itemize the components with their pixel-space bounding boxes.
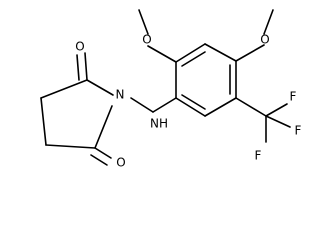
methylene-linker bbox=[130, 97, 177, 113]
bond bbox=[45, 144, 96, 149]
benzene-ring bbox=[175, 43, 237, 117]
atom-label-o-methoxy-right: O bbox=[260, 33, 269, 47]
bond bbox=[235, 97, 267, 117]
bond bbox=[175, 43, 206, 63]
atom-label-f3: F bbox=[255, 149, 262, 163]
bond bbox=[204, 97, 237, 117]
bond bbox=[175, 97, 206, 117]
bond bbox=[130, 97, 154, 113]
bond bbox=[138, 9, 149, 35]
bond bbox=[265, 103, 288, 117]
atom-label-nh: NH bbox=[150, 117, 168, 131]
aromatic-bond bbox=[181, 51, 206, 67]
bond bbox=[40, 79, 88, 99]
atom-label-f2: F bbox=[295, 124, 302, 138]
carbonyl-bond bbox=[90, 154, 108, 166]
trifluoromethyl-group bbox=[235, 97, 291, 143]
atom-label-o-top: O bbox=[75, 40, 84, 54]
bond bbox=[265, 115, 291, 128]
atom-label-o-bottom: O bbox=[116, 156, 125, 170]
bond bbox=[86, 79, 114, 96]
atom-label-o-methoxy-left: O bbox=[142, 33, 151, 47]
bond bbox=[40, 97, 47, 146]
bond bbox=[204, 43, 237, 62]
bond bbox=[94, 105, 113, 149]
succinimide-ring bbox=[40, 52, 114, 166]
methoxy-right bbox=[235, 9, 274, 62]
methoxy-left bbox=[138, 9, 177, 63]
bond bbox=[152, 97, 177, 113]
carbonyl-bond bbox=[94, 147, 112, 159]
chemical-structure: N O O O O NH F F F bbox=[40, 9, 302, 170]
bond bbox=[235, 44, 265, 62]
bond bbox=[147, 45, 177, 63]
aromatic-bond bbox=[181, 94, 206, 110]
atom-label-f1: F bbox=[290, 90, 297, 104]
carbonyl-bond bbox=[76, 54, 80, 81]
bond bbox=[263, 9, 274, 35]
atom-label-n: N bbox=[116, 88, 125, 102]
carbonyl-bond bbox=[84, 52, 88, 81]
